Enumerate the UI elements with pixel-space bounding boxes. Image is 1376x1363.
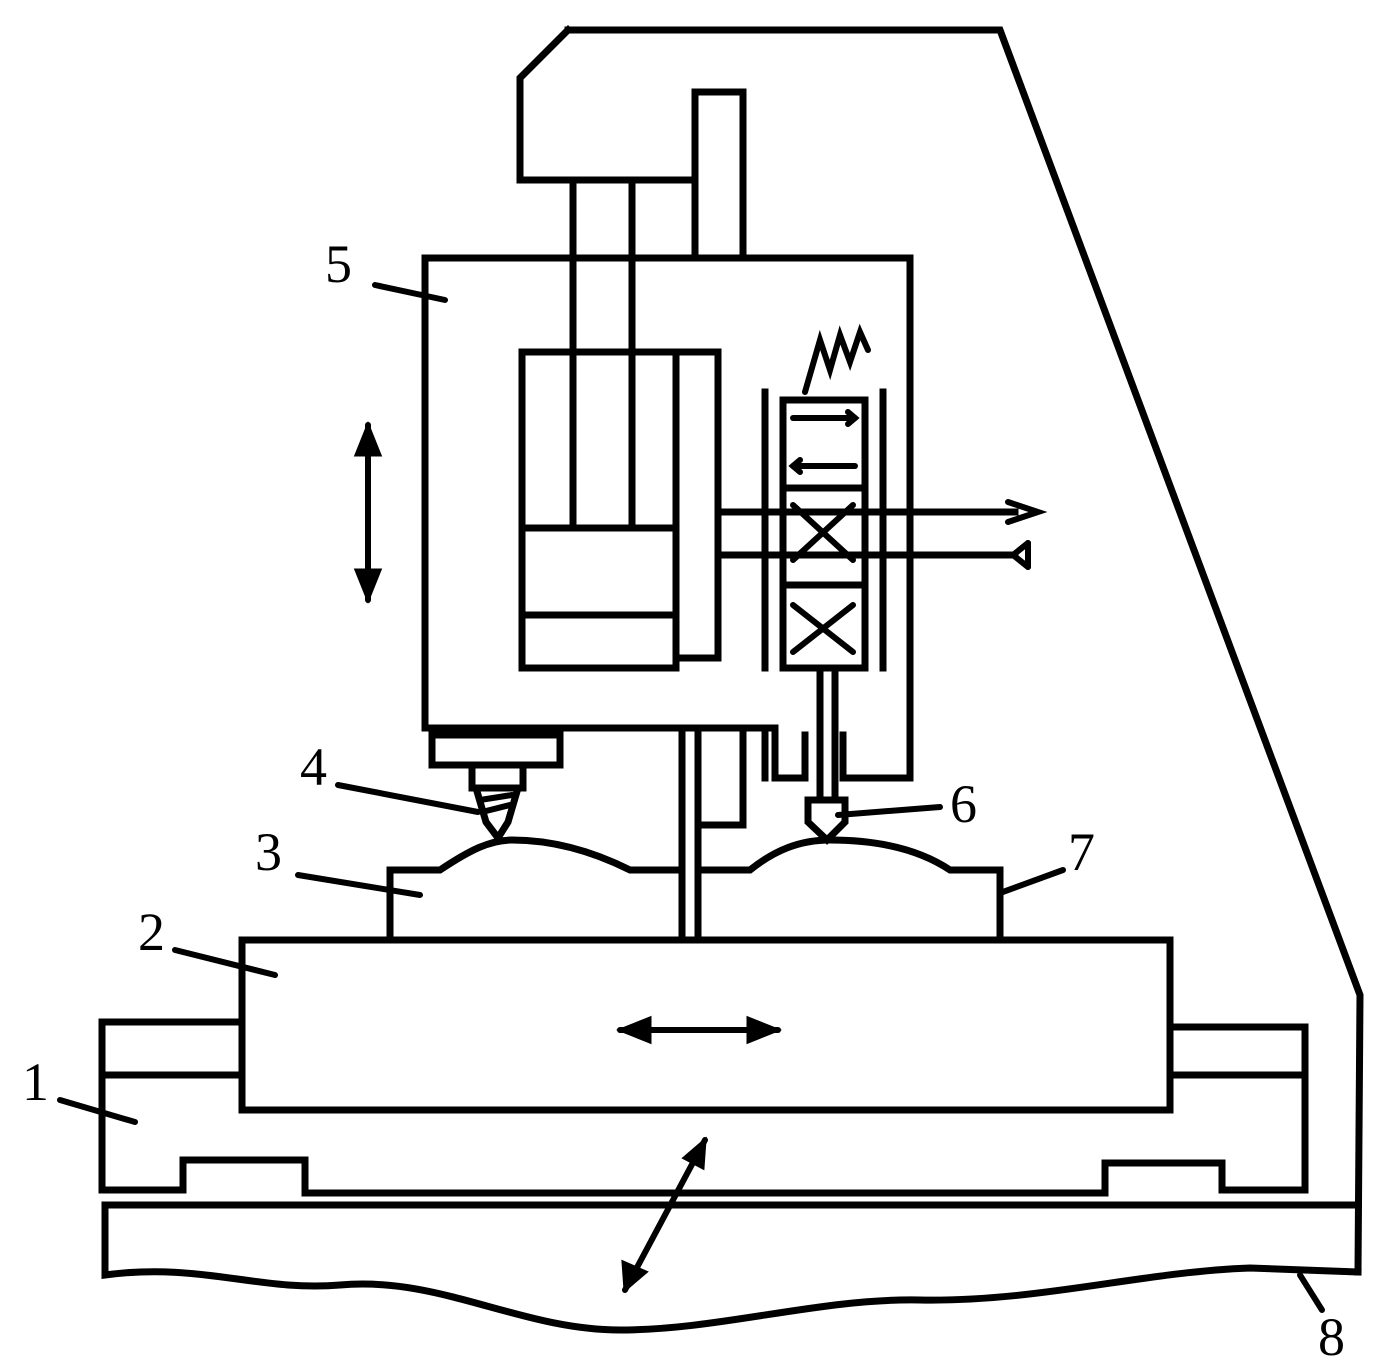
milling-head (421, 254, 914, 782)
link-rod (678, 731, 747, 944)
label-2: 2 (138, 902, 165, 962)
tracer-stylus (804, 664, 849, 845)
saddle (98, 1018, 1309, 1197)
spring-icon (802, 323, 871, 395)
label-8: 8 (1318, 1307, 1345, 1363)
milling-cutter (428, 731, 564, 845)
valve-ports (1005, 499, 1048, 570)
template (694, 836, 1004, 944)
servo-valve (761, 388, 887, 672)
double-arrow-horizontal-icon (615, 1015, 783, 1045)
workpiece (386, 836, 686, 944)
label-7: 7 (1068, 822, 1095, 882)
label-4: 4 (300, 737, 327, 797)
double-arrow-diagonal-icon (621, 1136, 708, 1294)
double-arrow-vertical-icon (353, 420, 383, 605)
machine-frame (101, 25, 1364, 1334)
label-1: 1 (22, 1052, 49, 1112)
leader-lines (57, 282, 1325, 1313)
label-3: 3 (255, 822, 282, 882)
worktable (238, 936, 1174, 1114)
label-6: 6 (950, 774, 977, 834)
label-5: 5 (325, 234, 352, 294)
